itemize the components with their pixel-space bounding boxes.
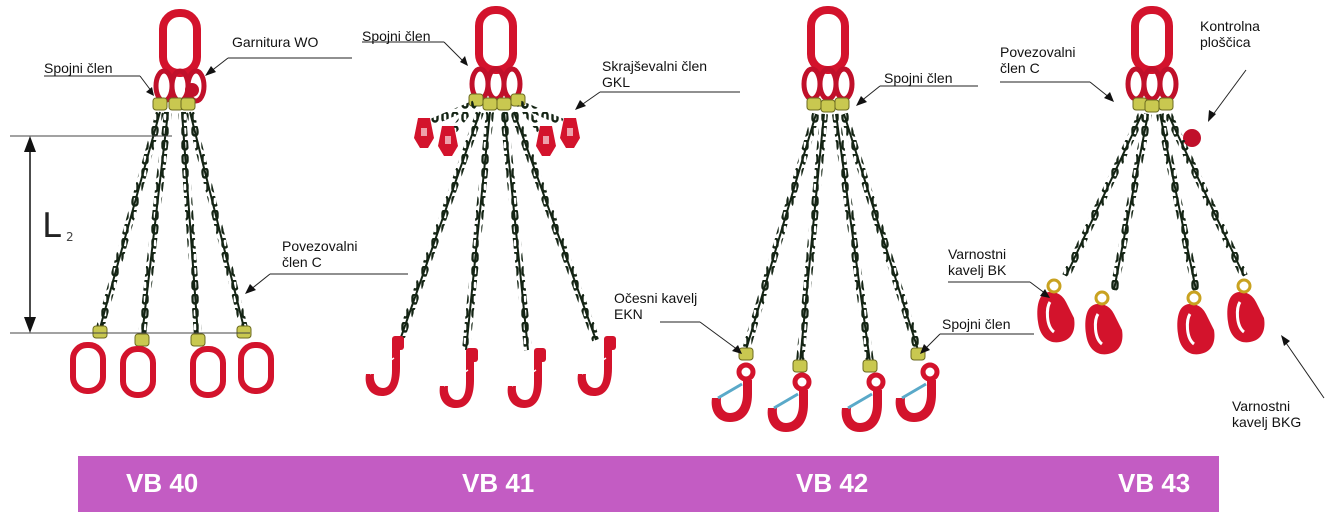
label-spojni-clen-vb42-bottom: Spojni člen — [942, 316, 1011, 332]
vb41-shortener — [414, 118, 434, 148]
vb42-coupler — [863, 360, 877, 372]
vb43-master-ring — [1135, 10, 1169, 70]
vb40-chain-core — [142, 112, 168, 336]
vb41-clevis-hook — [578, 336, 616, 396]
vb40-chain-core — [100, 112, 160, 328]
vb41-coupler — [497, 98, 511, 110]
label-spojni-clen-vb40: Spojni člen — [44, 60, 113, 76]
arrow-icon — [575, 100, 586, 110]
model-label-vb41: VB 41 — [462, 468, 534, 499]
label-povezovalni-clen-vb40: Povezovalni člen C — [282, 238, 358, 270]
vb42-eye-hook — [896, 365, 937, 422]
leader-line — [700, 322, 738, 350]
vb42-coupler — [739, 348, 753, 360]
leader-line — [444, 42, 464, 62]
vb43-safety-hook — [1177, 292, 1214, 354]
vb40-control-tag — [185, 83, 199, 97]
vb40-oval-link — [123, 349, 153, 395]
model-bar — [78, 456, 1219, 512]
model-label-vb42: VB 42 — [796, 468, 868, 499]
vb42-coupler — [821, 100, 835, 112]
dimension-subscript: 2 — [66, 230, 74, 244]
label-spojni-clen-vb42-top: Spojni člen — [884, 70, 953, 86]
vb42-coupler — [835, 98, 849, 110]
vb42-eye-hook — [768, 375, 809, 432]
vb41-clevis-hook — [366, 336, 404, 396]
arrow-icon — [245, 284, 256, 294]
vb41-assembly — [366, 10, 616, 408]
arrow-icon — [1281, 335, 1290, 346]
label-ocesni-kavelj: Očesni kavelj EKN — [614, 290, 697, 322]
vb42-sub-ring — [836, 69, 852, 99]
model-label-vb43: VB 43 — [1118, 468, 1190, 499]
vb42-coupler — [793, 360, 807, 372]
vb42-coupler — [807, 98, 821, 110]
vb40-coupler — [93, 326, 107, 338]
label-skrajsevalni-clen: Skrajševalni člen GKL — [602, 58, 707, 90]
vb43-coupler — [1159, 98, 1173, 110]
model-label-vb40: VB 40 — [126, 468, 198, 499]
leader-line — [1212, 70, 1246, 116]
label-varnostni-kavelj-bk: Varnostni kavelj BK — [948, 246, 1006, 278]
label-povezovalni-clen-vb43: Povezovalni člen C — [1000, 44, 1076, 76]
dimension-label: L — [42, 206, 61, 246]
vb40-coupler — [135, 334, 149, 346]
vb41-coupler — [483, 98, 497, 110]
vb40-master-ring — [163, 13, 197, 73]
vb40-oval-link — [73, 345, 103, 391]
leader-line — [1284, 340, 1324, 398]
vb40-oval-link — [193, 349, 223, 395]
arrow-icon — [1104, 92, 1114, 102]
arrow-up-icon — [24, 136, 36, 152]
vb40-coupler — [237, 326, 251, 338]
arrow-icon — [146, 87, 154, 96]
vb40-oval-link — [241, 345, 271, 391]
vb40-coupler — [181, 98, 195, 110]
vb43-safety-hook — [1085, 292, 1122, 354]
vb41-clevis-hook — [508, 348, 546, 408]
vb43-coupler — [1145, 100, 1159, 112]
vb40-coupler — [191, 334, 205, 346]
label-varnostni-kavelj-bkg: Varnostni kavelj BKG — [1232, 398, 1301, 430]
arrow-down-icon — [24, 317, 36, 333]
arrow-icon — [460, 56, 468, 66]
vb41-shortener — [560, 118, 580, 148]
vb42-master-ring — [811, 10, 845, 70]
vb41-clevis-hook — [440, 348, 478, 408]
label-garnitura-wo: Garnitura WO — [232, 34, 318, 50]
vb42-eye-hook — [712, 365, 753, 422]
arrow-icon — [205, 66, 216, 76]
vb42-eye-hook — [842, 375, 883, 432]
vb43-sub-ring — [1160, 69, 1176, 99]
vb43-safety-hook — [1227, 280, 1264, 342]
vb40-coupler — [153, 98, 167, 110]
label-spojni-clen-vb41: Spojni člen — [362, 28, 431, 44]
label-kontrolna-ploscica: Kontrolna ploščica — [1200, 18, 1260, 50]
vb43-safety-hook — [1037, 280, 1074, 342]
vb41-master-ring — [479, 10, 513, 70]
